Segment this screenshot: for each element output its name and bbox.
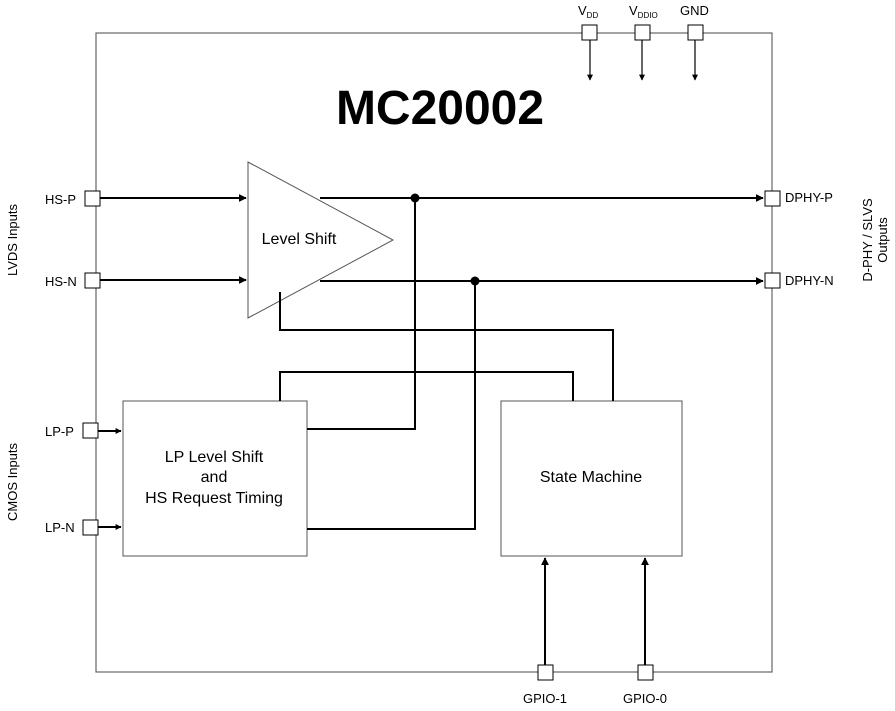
gnd-label: GND	[680, 3, 709, 18]
lvds-inputs-label: LVDS Inputs	[5, 203, 20, 276]
lp-block-line2: and	[201, 469, 228, 486]
state-machine-block	[500, 400, 683, 557]
vddio-pin	[634, 24, 651, 41]
lp-p-pin	[82, 422, 99, 439]
dphy-p-label: DPHY-P	[785, 190, 833, 205]
outputs-label-line2: Outputs	[875, 217, 890, 263]
lp-block-line3: HS Request Timing	[145, 490, 283, 507]
hs-n-label: HS-N	[45, 274, 77, 289]
chip-title: MC20002	[336, 82, 544, 135]
level-shift-label: Level Shift	[262, 231, 337, 248]
sm-to-level-shift-wire	[279, 292, 614, 401]
lp-to-dphy-p-wire	[307, 198, 416, 430]
lp-p-label: LP-P	[45, 424, 74, 439]
gpio1-label: GPIO-1	[523, 691, 567, 706]
gpio1-pin	[537, 664, 554, 681]
dphy-n-pin	[764, 272, 781, 289]
vddio-label: VDDIO	[629, 3, 658, 20]
lp-n-pin	[82, 519, 99, 536]
outputs-label-line1: D-PHY / SLVS	[860, 198, 875, 282]
lp-to-dphy-n-wire	[307, 281, 476, 530]
chip-outline	[95, 32, 773, 673]
hs-p-pin	[84, 190, 101, 207]
gnd-pin	[687, 24, 704, 41]
dphy-p-pin	[764, 190, 781, 207]
lp-level-shift-block	[122, 400, 308, 557]
gpio0-label: GPIO-0	[623, 691, 667, 706]
gpio0-pin	[637, 664, 654, 681]
hs-n-pin	[84, 272, 101, 289]
state-machine-label: State Machine	[540, 469, 642, 486]
vdd-pin	[581, 24, 598, 41]
vdd-label: VDD	[578, 3, 598, 20]
lp-block-line1: LP Level Shift	[165, 449, 264, 466]
cmos-inputs-label: CMOS Inputs	[5, 442, 20, 521]
hs-p-label: HS-P	[45, 192, 76, 207]
lp-n-label: LP-N	[45, 520, 75, 535]
sm-to-lp-block-wire	[279, 371, 574, 401]
level-shift-amplifier	[247, 161, 395, 319]
dphy-n-label: DPHY-N	[785, 273, 834, 288]
